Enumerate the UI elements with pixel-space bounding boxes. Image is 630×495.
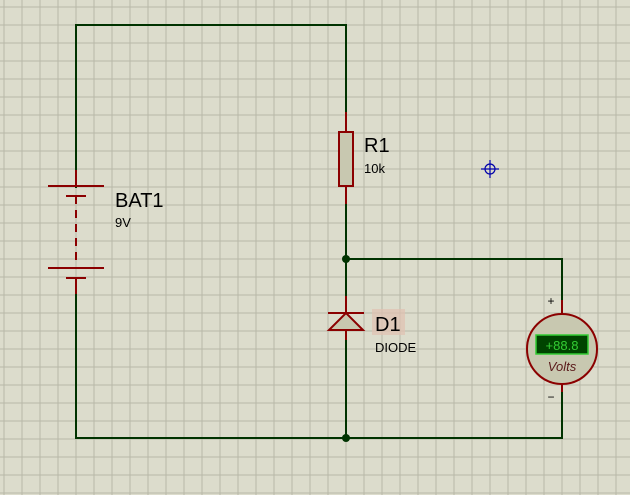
voltmeter-plus-label: +	[547, 294, 554, 308]
battery-bat1[interactable]	[48, 170, 104, 294]
diode-value-label: DIODE	[375, 340, 417, 355]
battery-value-label: 9V	[115, 215, 131, 230]
junction-dot	[342, 255, 350, 263]
voltmeter-minus-label: −	[547, 390, 554, 404]
wire-top[interactable]	[75, 24, 347, 188]
voltmeter-display	[535, 334, 589, 355]
wire-left-bottom[interactable]	[75, 282, 563, 439]
wires	[75, 24, 563, 439]
crosshair-cursor-icon	[481, 160, 499, 178]
resistor-r1[interactable]	[338, 112, 354, 204]
voltmeter[interactable]: +88.8 Volts	[526, 300, 598, 392]
resistor-ref-label: R1	[364, 135, 390, 157]
battery-ref-label: BAT1	[115, 190, 164, 212]
wire-meter-top[interactable]	[346, 258, 563, 305]
diode-ref-highlight	[372, 309, 405, 335]
diode-d1[interactable]	[326, 296, 366, 340]
junction-dot	[342, 434, 350, 442]
voltmeter-reading: +88.8	[546, 338, 579, 353]
diode-ref-label: D1	[375, 314, 401, 336]
voltmeter-unit: Volts	[548, 359, 577, 374]
resistor-value-label: 10k	[364, 161, 385, 176]
